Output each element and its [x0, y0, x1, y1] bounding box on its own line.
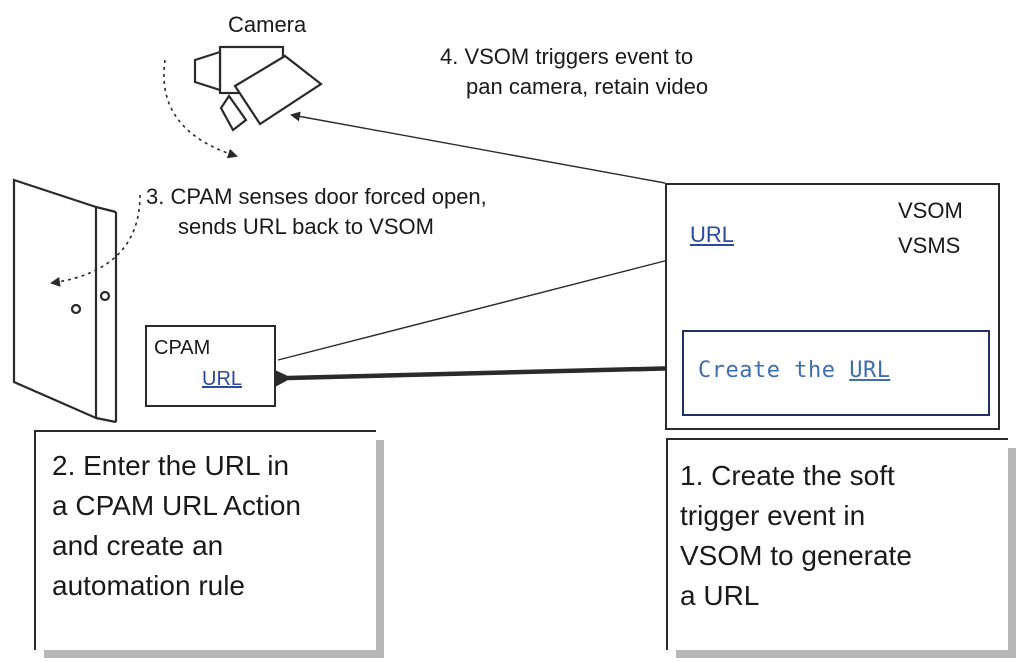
- step4-text-line2: pan camera, retain video: [466, 74, 709, 99]
- step3-text-line1: 3. CPAM senses door forced open,: [146, 184, 487, 209]
- cpam-box: [145, 325, 276, 407]
- step1-note: 1. Create the soft trigger event in VSOM…: [666, 438, 1008, 650]
- create-url-box: Create the URL: [682, 330, 990, 416]
- step1-line4: a URL: [680, 580, 760, 611]
- step4-text-line1: 4. VSOM triggers event to: [440, 44, 694, 69]
- vsom-label: VSOM: [898, 198, 963, 223]
- arrow-vsom-to-camera: [290, 111, 666, 184]
- door-open-arc: [50, 194, 141, 287]
- step2-line3: and create an: [52, 530, 224, 561]
- camera-icon: [193, 45, 323, 132]
- camera-label: Camera: [228, 12, 307, 37]
- step2-line2: a CPAM URL Action: [52, 490, 301, 521]
- cpam-label: CPAM: [154, 337, 211, 359]
- create-url-text: Create the URL: [698, 358, 890, 383]
- step2-note: 2. Enter the URL in a CPAM URL Action an…: [34, 430, 376, 650]
- cpam-url-link[interactable]: URL: [202, 368, 243, 390]
- step3-text-line2: sends URL back to VSOM: [178, 214, 434, 239]
- step1-line3: VSOM to generate: [680, 540, 912, 571]
- vsms-label: VSMS: [898, 233, 961, 258]
- arrow-cpam-to-vsom: [277, 252, 690, 361]
- create-url-link[interactable]: URL: [849, 358, 891, 383]
- vsom-url-link[interactable]: URL: [690, 222, 735, 247]
- door-icon: [12, 178, 118, 424]
- camera-pan-arc: [163, 59, 238, 159]
- create-url-prefix: Create the: [698, 358, 850, 383]
- step1-line2: trigger event in: [680, 500, 866, 531]
- step2-line1: 2. Enter the URL in: [52, 450, 290, 481]
- arrow-create-to-cpam: [273, 365, 683, 388]
- step2-line4: automation rule: [52, 570, 246, 601]
- step1-line1: 1. Create the soft: [680, 460, 895, 491]
